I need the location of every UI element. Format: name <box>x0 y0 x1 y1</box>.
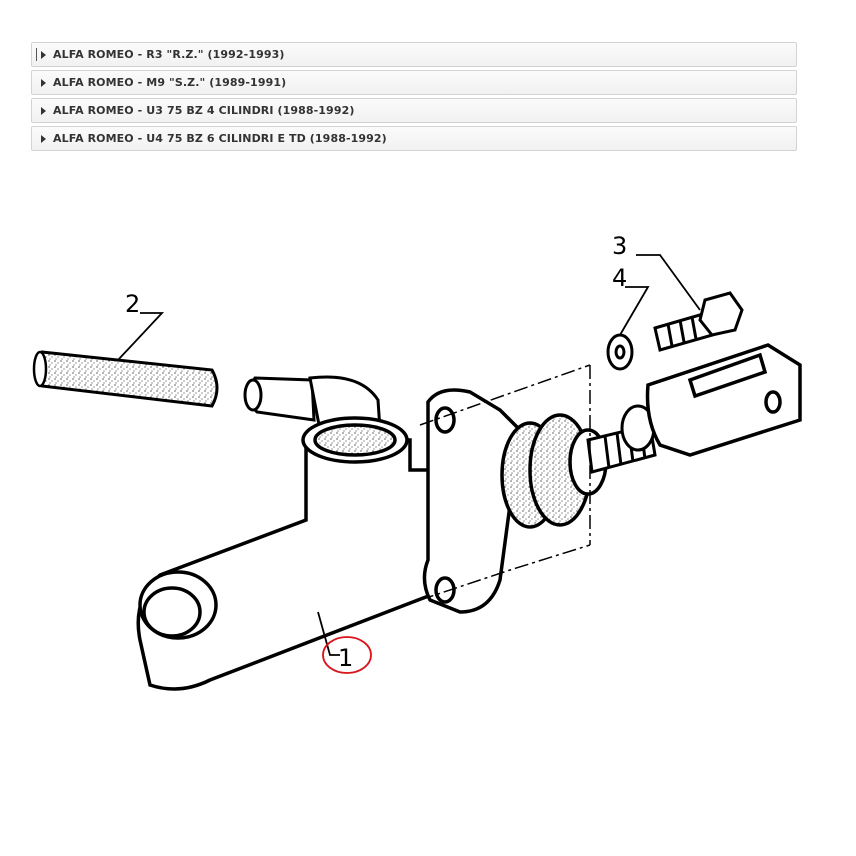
rubber-boot <box>500 413 608 529</box>
focus-indicator <box>36 48 37 61</box>
accordion-item-m9-sz[interactable]: ALFA ROMEO - M9 "S.Z." (1989-1991) <box>31 70 797 95</box>
callout-3: 3 <box>612 232 627 260</box>
caret-right-icon <box>41 106 46 115</box>
accordion-item-u4-75-bz6[interactable]: ALFA ROMEO - U4 75 BZ 6 CILINDRI E TD (1… <box>31 126 797 151</box>
caret-right-icon <box>41 50 46 59</box>
part-4-washer[interactable] <box>606 333 634 371</box>
leader-lines <box>117 254 701 656</box>
callout-1: 1 <box>338 644 353 672</box>
part-2-hose[interactable] <box>32 350 219 408</box>
clevis-fork <box>645 343 802 457</box>
accordion-item-label: ALFA ROMEO - M9 "S.Z." (1989-1991) <box>53 76 287 89</box>
accordion-item-r3-rz[interactable]: ALFA ROMEO - R3 "R.Z." (1992-1993) <box>31 42 797 67</box>
alignment-lines <box>419 364 591 601</box>
part-3-bolt[interactable] <box>653 291 744 352</box>
accordion-item-label: ALFA ROMEO - R3 "R.Z." (1992-1993) <box>53 48 285 61</box>
caret-right-icon <box>41 134 46 143</box>
accordion-item-u3-75-bz4[interactable]: ALFA ROMEO - U3 75 BZ 4 CILINDRI (1988-1… <box>31 98 797 123</box>
caret-right-icon <box>41 78 46 87</box>
part-1-master-cylinder[interactable] <box>136 416 482 691</box>
model-accordion: ALFA ROMEO - R3 "R.Z." (1992-1993) ALFA … <box>31 42 797 154</box>
pushrod <box>586 404 657 474</box>
callout-4: 4 <box>612 264 627 292</box>
mounting-flange <box>422 388 522 614</box>
accordion-item-label: ALFA ROMEO - U4 75 BZ 6 CILINDRI E TD (1… <box>53 132 387 145</box>
selected-part-highlight[interactable] <box>322 636 372 674</box>
accordion-item-label: ALFA ROMEO - U3 75 BZ 4 CILINDRI (1988-1… <box>53 104 355 117</box>
callout-2: 2 <box>125 290 140 318</box>
